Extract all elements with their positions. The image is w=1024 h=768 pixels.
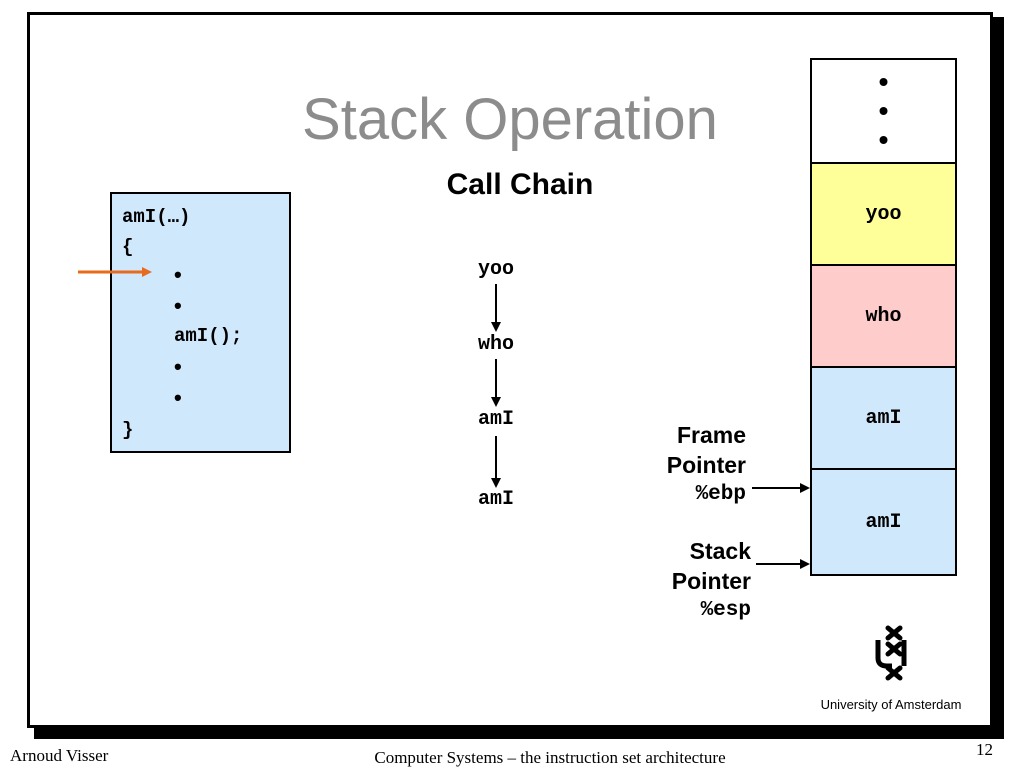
- frame-pointer-line1: Frame: [676, 422, 746, 448]
- stack-pointer-register: %esp: [700, 599, 751, 622]
- code-close-brace: }: [122, 419, 134, 441]
- stack-frame-label: yoo: [865, 202, 902, 226]
- stack-pointer-label: Stack Pointer %esp: [620, 536, 751, 626]
- down-arrow-icon: [491, 284, 501, 332]
- stack-frame-ami-current: amI: [812, 470, 955, 574]
- code-bullet: •: [174, 385, 182, 410]
- university-name: University of Amsterdam: [820, 697, 962, 712]
- code-recursive-call: amI();: [174, 325, 243, 347]
- chain-item-who: who: [477, 333, 514, 356]
- code-bullet: •: [174, 293, 182, 318]
- stack-frame-label: who: [865, 304, 902, 328]
- stack-frame-yoo: yoo: [812, 164, 955, 266]
- code-open-brace: {: [122, 236, 134, 258]
- call-chain-heading: Call Chain: [446, 168, 594, 201]
- footer-course: Computer Systems – the instruction set a…: [374, 748, 726, 767]
- stack-dot: •: [878, 123, 889, 155]
- footer-author: Arnoud Visser: [10, 746, 109, 765]
- stack-pointer-arrow-icon: [756, 559, 810, 569]
- chain-item-yoo: yoo: [477, 258, 514, 281]
- stack-frame-ellipsis: • • •: [812, 60, 955, 164]
- program-counter-arrow-icon: [78, 267, 152, 277]
- stack-dot: •: [878, 94, 889, 126]
- frame-pointer-arrow-icon: [752, 483, 810, 493]
- down-arrow-icon: [491, 359, 501, 407]
- stack-frame-ami: amI: [812, 368, 955, 470]
- stack-frame-label: amI: [865, 406, 902, 430]
- stack-frame-who: who: [812, 266, 955, 368]
- code-bullet: •: [174, 354, 182, 379]
- stack-pointer-line1: Stack: [689, 538, 751, 564]
- frame-pointer-register: %ebp: [695, 483, 746, 506]
- stack-diagram: • • • yoo who amI amI: [810, 58, 957, 576]
- stack-pointer-line2: Pointer: [671, 568, 751, 594]
- frame-pointer-line2: Pointer: [666, 452, 746, 478]
- stack-frame-label: amI: [865, 510, 902, 534]
- chain-item-ami: amI: [477, 488, 514, 511]
- slide-title: Stack Operation: [302, 87, 718, 152]
- code-signature: amI(…): [122, 206, 191, 228]
- down-arrow-icon: [491, 436, 501, 488]
- frame-pointer-label: Frame Pointer %ebp: [620, 420, 746, 510]
- chain-item-ami: amI: [477, 408, 514, 431]
- code-bullet: •: [174, 262, 182, 287]
- page-number: 12: [976, 740, 993, 759]
- code-box: amI(…) { • • amI(); • • }: [110, 192, 291, 453]
- university-logo-icon: [875, 625, 907, 681]
- stack-dot: •: [878, 66, 889, 98]
